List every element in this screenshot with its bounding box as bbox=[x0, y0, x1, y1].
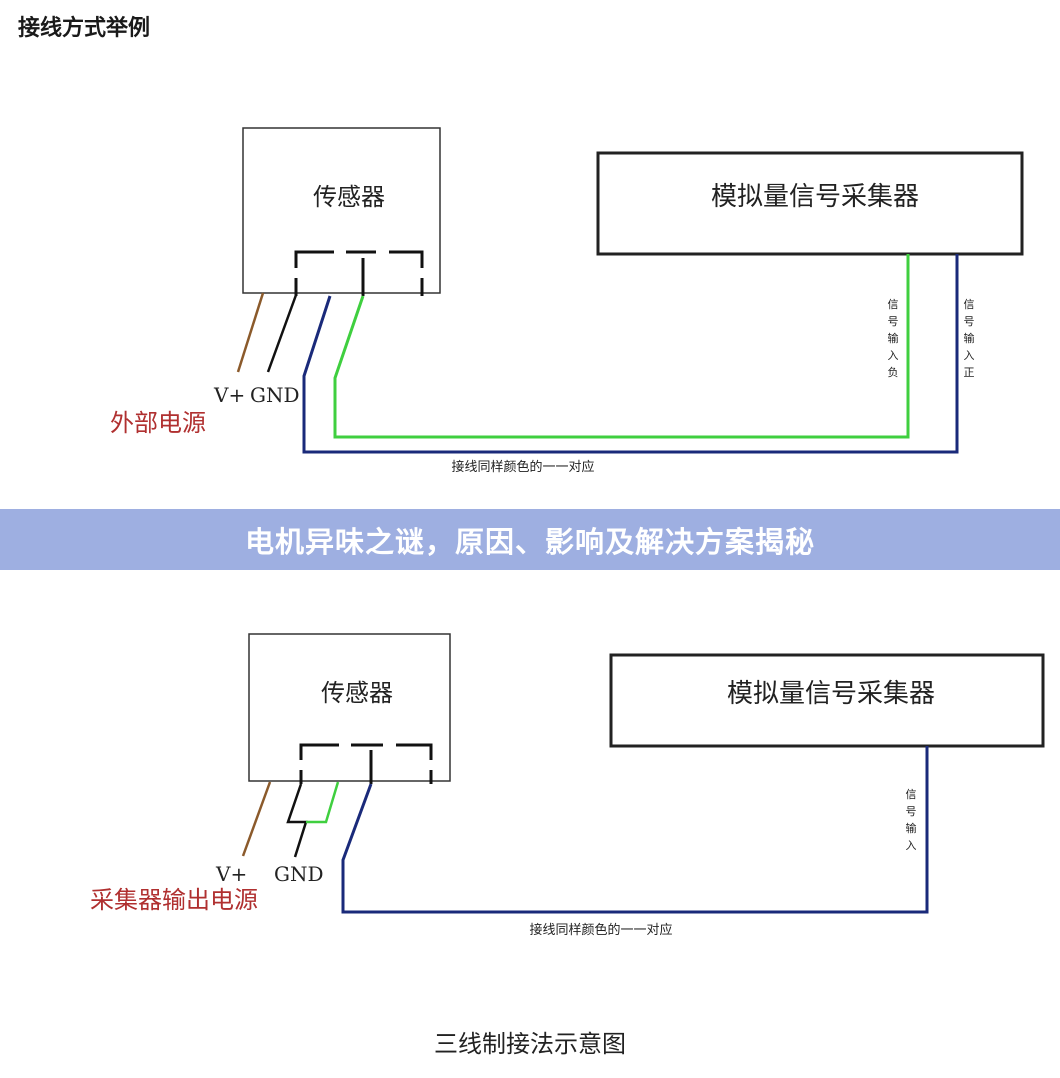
brown-wire-2 bbox=[241, 781, 272, 857]
collector-box-2 bbox=[609, 653, 1045, 748]
terminal-block bbox=[294, 250, 424, 296]
diagram-caption: 三线制接法示意图 bbox=[434, 1030, 626, 1058]
sensor-box-2 bbox=[248, 633, 451, 782]
collector-power-label: 采集器输出电源 bbox=[90, 886, 258, 914]
wiring-note-2: 接线同样颜色的一一对应 bbox=[529, 922, 672, 938]
brown-wire bbox=[236, 292, 265, 373]
black-wire bbox=[266, 294, 298, 373]
vplus-label-2: V+ bbox=[215, 862, 247, 886]
signal-neg-label: 信号输入负 bbox=[888, 298, 899, 379]
blue-wire bbox=[302, 254, 959, 454]
terminal-block-2 bbox=[299, 743, 433, 784]
vplus-label: V+ bbox=[213, 383, 245, 407]
sensor-label-2: 传感器 bbox=[321, 679, 393, 707]
diagram-2: 传感器 模拟量信号采集器 V+ GND 采集器输出电源 信号输入 接线同样颜色的… bbox=[90, 633, 1045, 938]
diagram-1: 传感器 模拟量信号采集器 V+ GND 外部电源 信号输入负 信号输入正 接线同… bbox=[110, 127, 1024, 475]
sensor-box bbox=[242, 127, 441, 294]
collector-label: 模拟量信号采集器 bbox=[711, 182, 919, 212]
sensor-label: 传感器 bbox=[313, 183, 385, 211]
blue-wire-2 bbox=[341, 746, 929, 914]
title-banner: 电机异味之谜，原因、影响及解决方案揭秘 bbox=[0, 509, 1060, 570]
gnd-label-2: GND bbox=[274, 862, 324, 886]
black-wire-2 bbox=[286, 783, 308, 858]
page-heading: 接线方式举例 bbox=[18, 16, 151, 41]
banner-title: 电机异味之谜，原因、影响及解决方案揭秘 bbox=[244, 524, 815, 559]
signal-label-2: 信号输入 bbox=[906, 788, 917, 852]
wiring-note-1: 接线同样颜色的一一对应 bbox=[451, 459, 594, 475]
external-power-label: 外部电源 bbox=[110, 409, 206, 437]
collector-box bbox=[596, 151, 1024, 256]
green-wire bbox=[333, 254, 910, 439]
signal-pos-label: 信号输入正 bbox=[964, 298, 975, 379]
gnd-label: GND bbox=[250, 383, 300, 407]
green-wire-2 bbox=[306, 781, 340, 824]
collector-label-2: 模拟量信号采集器 bbox=[727, 679, 935, 709]
